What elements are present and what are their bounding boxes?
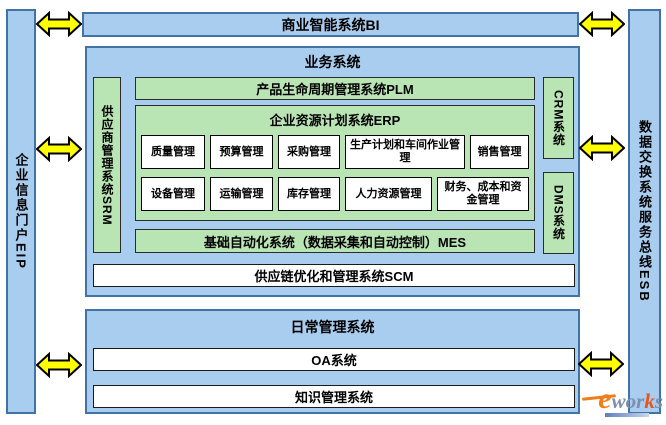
plm-system-bar: 产品生命周期管理系统PLM — [135, 77, 535, 100]
srm-system-box: 供应商管理系统SRM — [93, 77, 121, 253]
eip-portal-label: 企业信息门户EIP — [13, 153, 29, 270]
scm-system-label: 供应链优化和管理系统SCM — [254, 269, 414, 284]
erp-module-row-2: 设备管理 运输管理 库存管理 人力资源管理 财务、成本和资金管理 — [141, 177, 529, 211]
business-systems-title: 业务系统 — [304, 54, 361, 70]
double-arrow-icon — [578, 351, 624, 377]
oa-system-bar: OA系统 — [93, 348, 575, 371]
knowledge-system-label: 知识管理系统 — [294, 390, 373, 405]
erp-cell-quality: 质量管理 — [141, 135, 205, 169]
eworks-logo-s: s — [654, 389, 663, 413]
eip-portal-bar: 企业信息门户EIP — [6, 9, 36, 414]
dms-system-box: DMS系统 — [543, 172, 574, 254]
plm-system-label: 产品生命周期管理系统PLM — [256, 82, 414, 97]
erp-module-row-1: 质量管理 预算管理 采购管理 生产计划和车间作业管理 销售管理 — [141, 135, 529, 169]
eworks-logo-k: k — [644, 389, 655, 413]
mes-system-label: 基础自动化系统（数据采集和自动控制）MES — [203, 234, 467, 250]
eworks-logo-e: e — [598, 382, 612, 415]
oa-system-label: OA系统 — [311, 353, 357, 368]
double-arrow-icon — [36, 352, 82, 378]
eworks-logo-wor: wor — [611, 389, 645, 413]
eworks-logo-underline — [605, 413, 649, 417]
erp-cell-budget: 预算管理 — [210, 135, 273, 169]
erp-system-title: 企业资源计划系统ERP — [269, 113, 401, 128]
crm-system-label: CRM系统 — [551, 89, 566, 147]
esb-bus-label: 数据交换系统服务总线ESB — [637, 120, 652, 303]
erp-cell-purchasing: 采购管理 — [278, 135, 340, 169]
mes-system-bar: 基础自动化系统（数据采集和自动控制）MES — [135, 229, 535, 253]
esb-bus-bar: 数据交换系统服务总线ESB — [628, 9, 661, 414]
erp-cell-finance: 财务、成本和资金管理 — [437, 177, 529, 211]
bi-system-label: 商业智能系统BI — [281, 16, 380, 33]
daily-management-title: 日常管理系统 — [290, 319, 375, 335]
double-arrow-icon — [579, 135, 625, 161]
double-arrow-icon — [579, 11, 625, 37]
erp-cell-equipment: 设备管理 — [141, 177, 205, 211]
knowledge-system-bar: 知识管理系统 — [93, 385, 575, 408]
erp-system-box: 企业资源计划系统ERP 质量管理 预算管理 采购管理 生产计划和车间作业管理 销… — [135, 105, 535, 221]
erp-cell-transport: 运输管理 — [210, 177, 273, 211]
erp-cell-production: 生产计划和车间作业管理 — [345, 135, 465, 169]
crm-system-box: CRM系统 — [543, 77, 574, 159]
erp-cell-inventory: 库存管理 — [278, 177, 340, 211]
erp-cell-hr: 人力资源管理 — [345, 177, 432, 211]
scm-system-bar: 供应链优化和管理系统SCM — [93, 264, 575, 287]
srm-system-label: 供应商管理系统SRM — [100, 104, 114, 226]
bi-system-bar: 商业智能系统BI — [82, 12, 579, 37]
double-arrow-icon — [36, 136, 82, 162]
business-systems-container: 业务系统 供应商管理系统SRM 产品生命周期管理系统PLM 企业资源计划系统ER… — [85, 46, 580, 297]
dms-system-label: DMS系统 — [551, 185, 566, 241]
daily-management-container: 日常管理系统 OA系统 知识管理系统 — [85, 309, 580, 414]
erp-cell-sales: 销售管理 — [470, 135, 529, 169]
eworks-logo: eworks — [598, 382, 663, 417]
double-arrow-icon — [36, 11, 82, 37]
